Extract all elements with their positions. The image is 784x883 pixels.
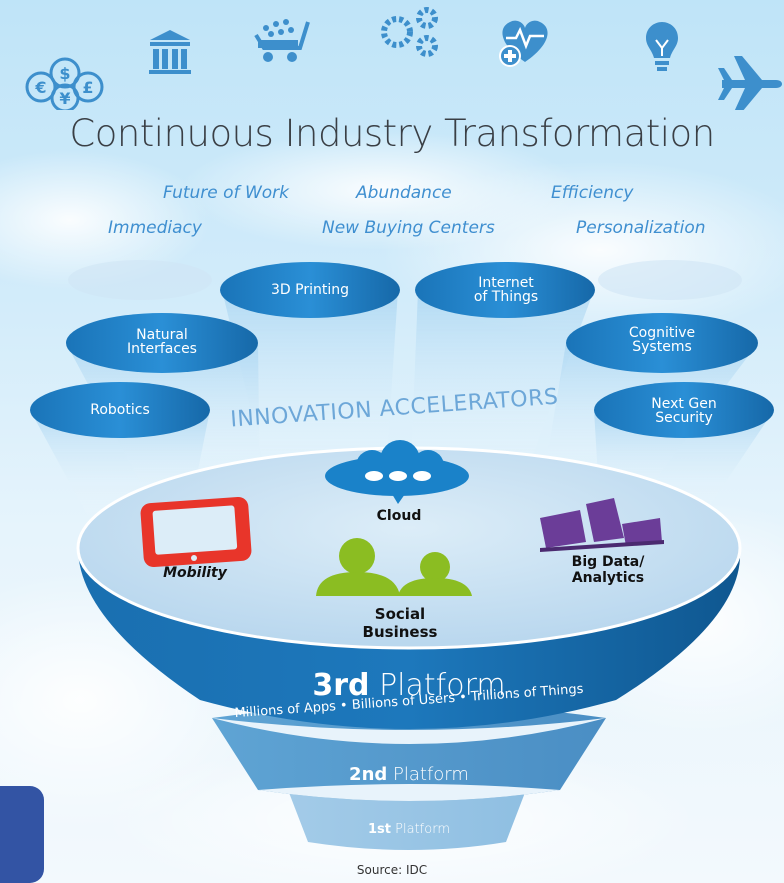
shopping-cart-icon <box>254 19 310 62</box>
airplane-icon <box>718 56 782 110</box>
core-social-business-label: Social Business <box>362 605 438 641</box>
accelerator-cognitive-systems: Cognitive Systems <box>628 325 696 355</box>
trend-immediacy: Immediacy <box>108 218 202 238</box>
side-tab <box>0 786 44 883</box>
first-platform-word: Platform <box>395 822 450 837</box>
svg-text:€: € <box>34 78 46 97</box>
accelerator-discs <box>30 262 774 438</box>
trend-personalization: Personalization <box>576 218 706 238</box>
core-big-data-label: Big Data/ Analytics <box>571 554 645 586</box>
third-platform-number: 3rd <box>312 668 370 703</box>
big-data-icon <box>540 498 664 552</box>
health-heart-icon <box>499 20 548 67</box>
third-platform-label: 3rd Platform <box>209 668 609 703</box>
accelerator-3d-printing: 3D Printing <box>271 282 349 298</box>
mobility-icon <box>140 496 252 568</box>
first-platform-label: 1st Platform <box>309 822 509 837</box>
accelerator-internet-of-things: Internet of Things <box>473 275 539 305</box>
second-platform-word: Platform <box>393 764 469 785</box>
lightbulb-icon <box>646 22 678 71</box>
svg-text:$: $ <box>59 64 70 83</box>
industry-icons-row: € $ £ ¥ <box>25 7 782 110</box>
accelerator-robotics: Robotics <box>90 402 150 418</box>
cloud-icon <box>325 440 469 504</box>
trend-new-buying-centers: New Buying Centers <box>322 218 495 238</box>
source-note: Source: IDC <box>356 863 428 877</box>
bank-icon <box>149 30 191 74</box>
gears-icon <box>381 7 438 57</box>
trend-future-of-work: Future of Work <box>163 183 289 203</box>
core-mobility-label: Mobility <box>163 565 227 581</box>
page-title: Continuous Industry Transformation <box>69 112 715 155</box>
accelerator-natural-interfaces: Natural Interfaces <box>127 327 197 357</box>
svg-text:£: £ <box>82 78 93 97</box>
trend-efficiency: Efficiency <box>551 183 634 203</box>
currency-symbols: € $ £ ¥ <box>34 64 93 108</box>
social-business-icon <box>316 538 472 596</box>
trend-abundance: Abundance <box>356 183 452 203</box>
second-platform-number: 2nd <box>349 764 388 785</box>
third-platform-word: Platform <box>379 668 506 703</box>
accelerator-next-gen-security: Next Gen Security <box>651 396 717 426</box>
svg-text:¥: ¥ <box>59 89 70 108</box>
second-platform-label: 2nd Platform <box>259 764 559 785</box>
core-cloud-label: Cloud <box>376 508 422 524</box>
currency-coins-icon <box>25 57 104 110</box>
first-platform-number: 1st <box>368 822 392 837</box>
